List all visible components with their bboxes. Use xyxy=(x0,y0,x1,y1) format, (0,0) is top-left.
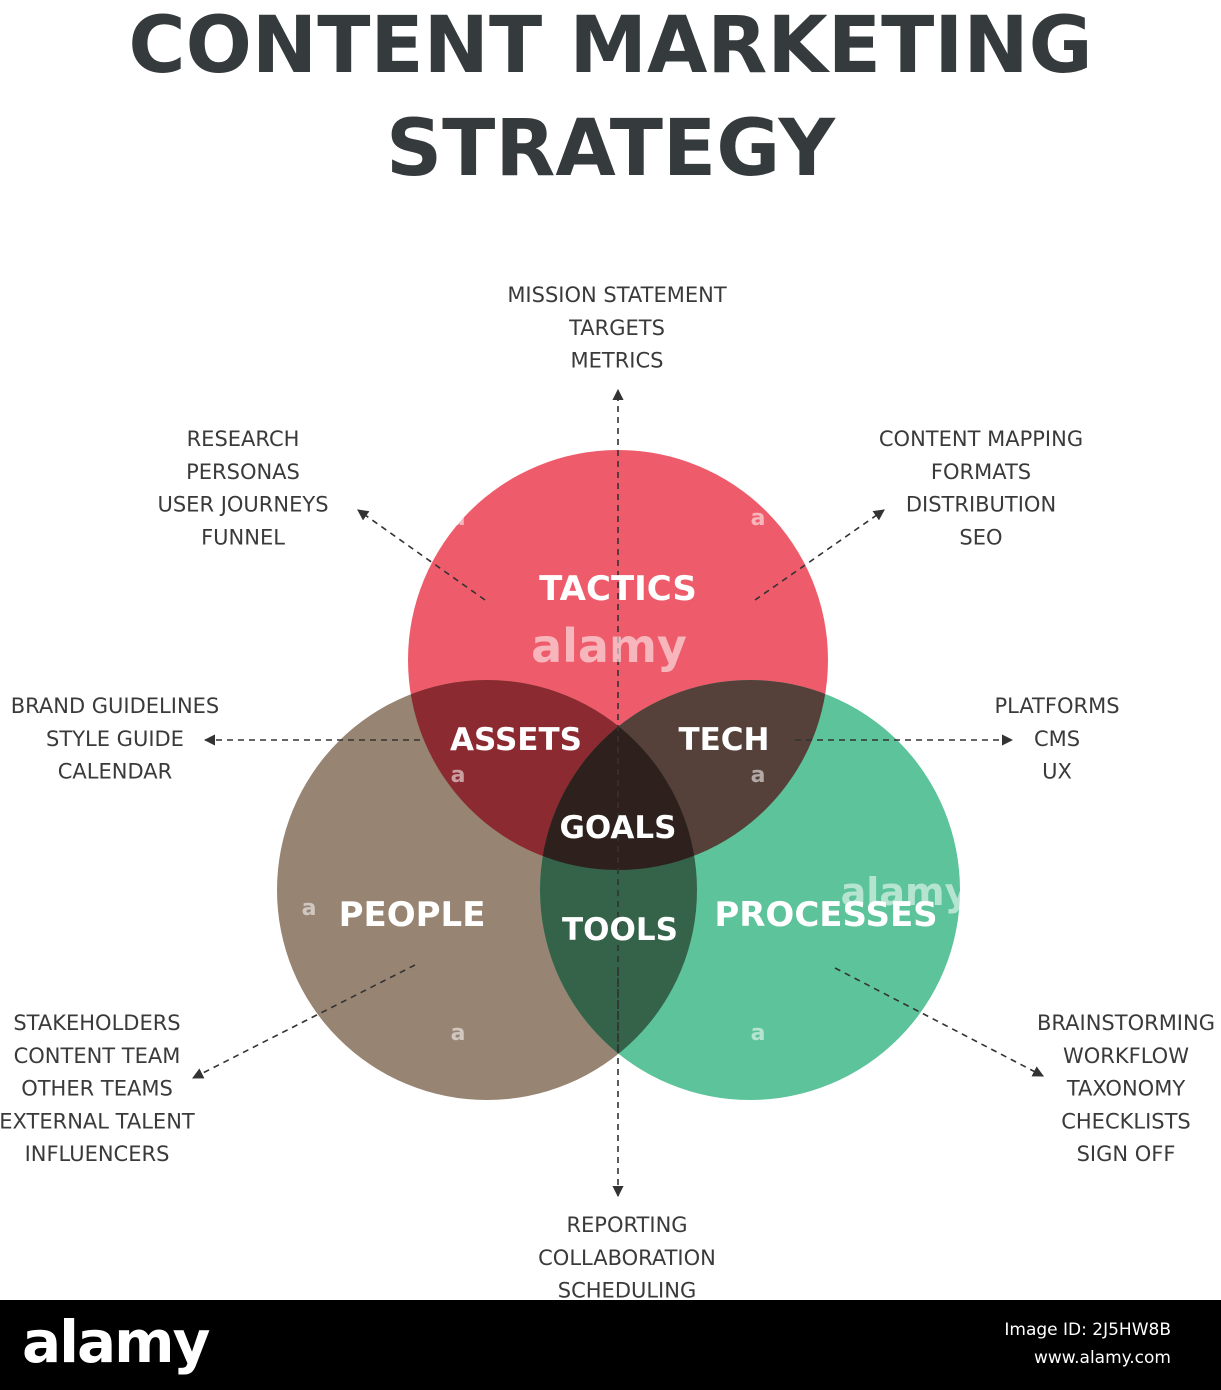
labels-bottom: REPORTING COLLABORATION SCHEDULING xyxy=(538,1213,716,1300)
label-tech: TECH xyxy=(678,722,769,758)
label-item: PLATFORMS xyxy=(994,694,1119,718)
label-item: SCHEDULING xyxy=(558,1279,696,1300)
watermark-glyph: a xyxy=(451,763,466,788)
venn-diagram: alamy alamy a a a a a a a TACTICS PEOPLE… xyxy=(0,283,1215,1300)
label-item: BRAND GUIDELINES xyxy=(11,694,220,718)
label-item: OTHER TEAMS xyxy=(21,1077,173,1101)
label-people: PEOPLE xyxy=(339,895,486,935)
label-item: TAXONOMY xyxy=(1066,1077,1185,1101)
label-item: SEO xyxy=(959,525,1002,549)
label-goals: GOALS xyxy=(559,810,676,846)
label-item: USER JOURNEYS xyxy=(157,493,328,517)
footer-bar: alamy Image ID: 2J5HW8B www.alamy.com xyxy=(0,1300,1221,1390)
label-item: CONTENT MAPPING xyxy=(879,427,1083,451)
label-item: EXTERNAL TALENT xyxy=(0,1109,195,1133)
label-item: PERSONAS xyxy=(186,460,300,484)
label-item: METRICS xyxy=(571,349,664,373)
labels-top-right: CONTENT MAPPING FORMATS DISTRIBUTION SEO xyxy=(879,427,1083,549)
labels-top: MISSION STATEMENT TARGETS METRICS xyxy=(507,283,727,373)
watermark-glyph: a xyxy=(751,506,766,531)
label-tools: TOOLS xyxy=(562,912,678,948)
overlap-goals xyxy=(540,680,697,870)
label-item: STAKEHOLDERS xyxy=(13,1011,180,1035)
label-item: SIGN OFF xyxy=(1077,1142,1176,1166)
labels-top-left: RESEARCH PERSONAS USER JOURNEYS FUNNEL xyxy=(157,427,328,549)
label-item: INFLUENCERS xyxy=(25,1142,170,1166)
label-processes: PROCESSES xyxy=(714,895,937,935)
label-item: TARGETS xyxy=(568,316,665,340)
label-item: FUNNEL xyxy=(201,525,285,549)
label-item: CMS xyxy=(1034,727,1080,751)
title-line-1: CONTENT MARKETING xyxy=(128,1,1093,91)
label-item: RESEARCH xyxy=(187,427,300,451)
watermark-glyph: a xyxy=(302,896,317,921)
label-item: COLLABORATION xyxy=(538,1246,716,1270)
footer-url: www.alamy.com xyxy=(1033,1348,1171,1368)
arrow-bottom-left xyxy=(192,964,416,1079)
label-assets: ASSETS xyxy=(450,722,582,758)
label-item: REPORTING xyxy=(566,1213,687,1237)
labels-bottom-right: BRAINSTORMING WORKFLOW TAXONOMY CHECKLISTS S… xyxy=(1037,1011,1215,1166)
label-item: FORMATS xyxy=(931,460,1031,484)
label-item: WORKFLOW xyxy=(1063,1044,1189,1068)
title-line-2: STRATEGY xyxy=(385,104,836,194)
watermark-glyph: a xyxy=(451,1021,466,1046)
watermark-glyph: a xyxy=(751,1021,766,1046)
label-item: CALENDAR xyxy=(58,760,172,784)
footer-logo: alamy xyxy=(22,1308,210,1376)
labels-bottom-left: STAKEHOLDERS CONTENT TEAM OTHER TEAMS EXTER… xyxy=(0,1011,195,1166)
watermark-glyph: a xyxy=(451,506,466,531)
watermark-glyph: a xyxy=(751,763,766,788)
arrow-top-right xyxy=(754,509,885,601)
label-item: UX xyxy=(1042,760,1072,784)
label-item: STYLE GUIDE xyxy=(46,727,184,751)
watermark-word: alamy xyxy=(531,619,687,673)
labels-right: PLATFORMS CMS UX xyxy=(994,694,1119,784)
watermark-word-2: alamy xyxy=(841,870,970,914)
footer-image-id: Image ID: 2J5HW8B xyxy=(1004,1320,1171,1340)
label-item: DISTRIBUTION xyxy=(906,493,1056,517)
label-item: BRAINSTORMING xyxy=(1037,1011,1215,1035)
label-item: CHECKLISTS xyxy=(1061,1109,1191,1133)
label-item: CONTENT TEAM xyxy=(14,1044,181,1068)
label-tactics: TACTICS xyxy=(539,569,697,609)
label-item: MISSION STATEMENT xyxy=(507,283,727,307)
labels-left: BRAND GUIDELINES STYLE GUIDE CALENDAR xyxy=(11,694,220,784)
arrow-top-left xyxy=(357,509,486,601)
